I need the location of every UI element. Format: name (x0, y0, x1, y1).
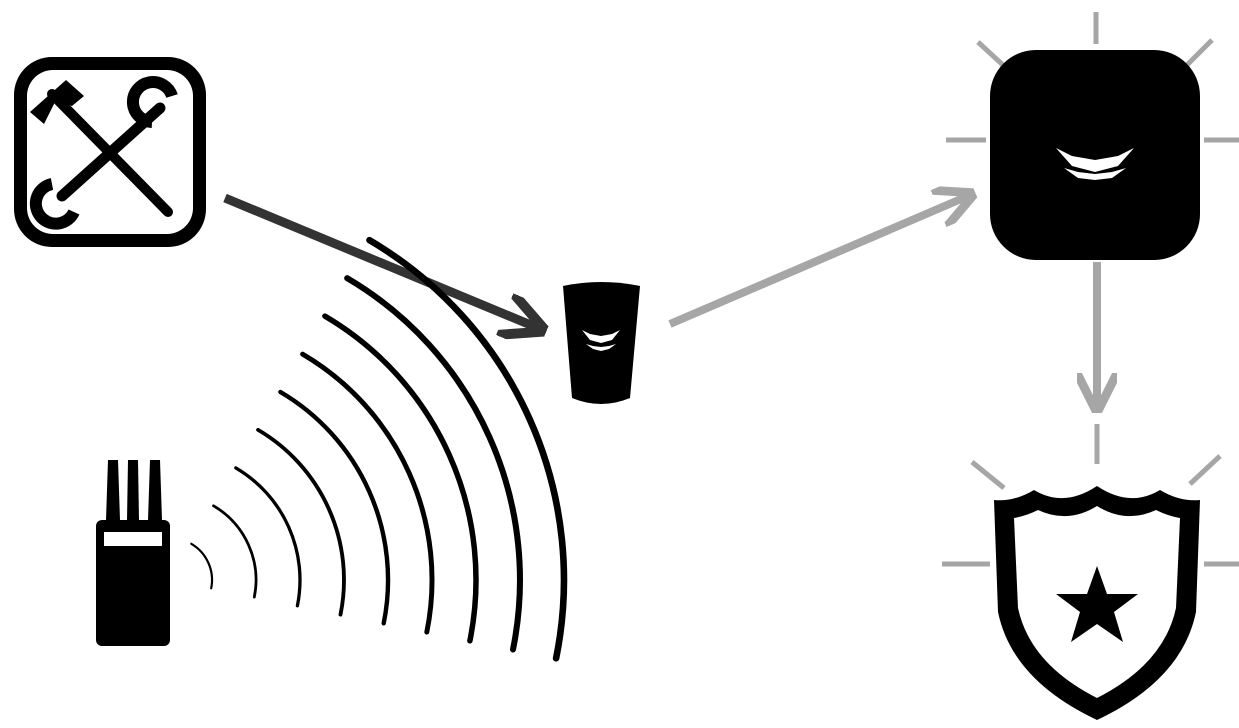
signal-arc (234, 466, 302, 608)
signal-arc (344, 275, 523, 653)
signal-arc (278, 389, 391, 626)
arrow-detector-to-hub (668, 196, 968, 328)
arrow-tools-to-detector (223, 193, 538, 328)
signal-arc (212, 504, 258, 599)
signal-arc (300, 351, 435, 635)
signal-waves (190, 236, 568, 662)
signal-arc (256, 427, 346, 617)
radio-jammer-icon (96, 460, 170, 646)
signal-arc (190, 542, 214, 590)
police-alert-rays (942, 424, 1239, 567)
alarm-hub-icon (990, 50, 1200, 260)
police-badge-icon (994, 486, 1200, 720)
hammer-wrench-icon (14, 57, 206, 247)
hub-alert-rays (946, 12, 1239, 143)
signal-arc (322, 313, 479, 644)
signal-arc (366, 236, 568, 662)
motion-detector-icon (563, 282, 640, 404)
